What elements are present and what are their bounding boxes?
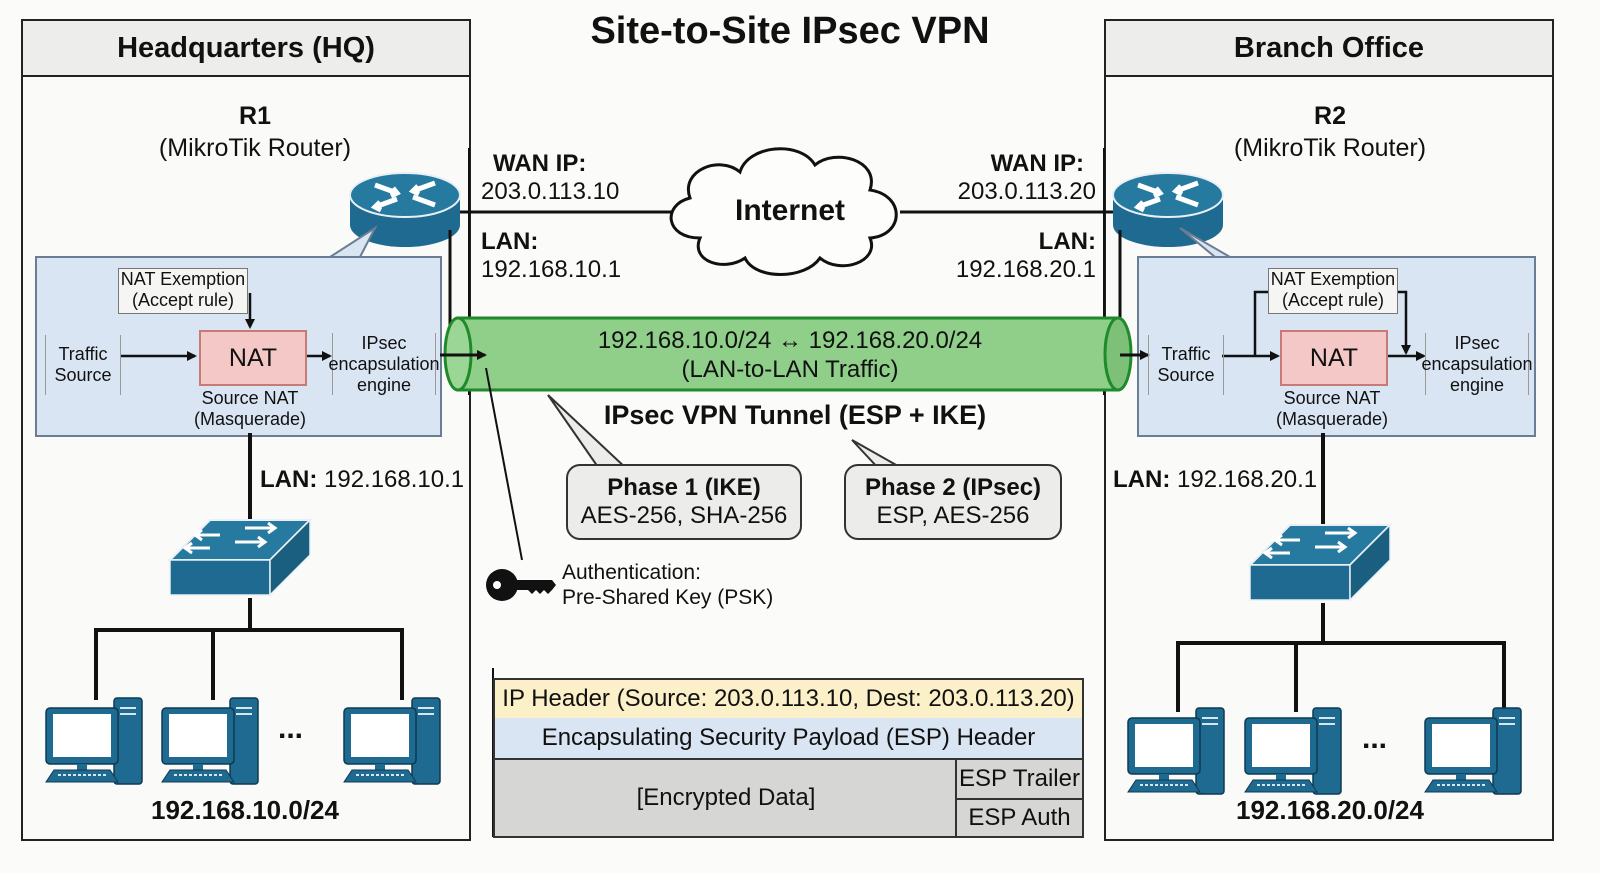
branch-lan-ip: 192.168.20.1 (955, 256, 1096, 283)
tunnel-label: 192.168.10.0/24 ↔ 192.168.20.0/24 (LAN-t… (480, 326, 1100, 384)
branch-subnet: 192.168.20.0/24 (1236, 795, 1424, 825)
packet-esp-trailer: ESP Trailer (955, 760, 1084, 800)
hq-wan-label: WAN IP: 203.0.113.10 (481, 150, 620, 205)
hq-nat-box: NAT (199, 330, 307, 386)
hq-switch-icon (168, 518, 312, 597)
tunnel-subnets: 192.168.10.0/24 ↔ 192.168.20.0/24 (597, 327, 983, 354)
hq-source-nat-label: Source NAT(Masquerade) (193, 388, 307, 429)
branch-switch-icon (1248, 523, 1392, 602)
hq-router-label: R1 (MikroTik Router) (110, 100, 400, 164)
hq-wan-ip: 203.0.113.10 (481, 178, 620, 205)
hq-router-name: R1 (239, 102, 271, 130)
tunnel-traffic-type: (LAN-to-LAN Traffic) (681, 356, 899, 383)
branch-switch-lan-label: LAN: 192.168.20.1 (1113, 466, 1318, 493)
tunnel-caption: IPsec VPN Tunnel (ESP + IKE) (603, 400, 987, 430)
auth-label: Authentication:Pre-Shared Key (PSK) (562, 561, 774, 609)
hq-pc-icon-2 (161, 697, 259, 785)
branch-header: Branch Office (1106, 21, 1552, 77)
branch-pc-icon-3 (1424, 707, 1522, 795)
branch-source-nat-label: Source NAT(Masquerade) (1275, 388, 1389, 429)
packet-esp-auth: ESP Auth (955, 800, 1084, 838)
phase2-bubble: Phase 2 (IPsec) ESP, AES-256 (844, 464, 1062, 540)
hq-header: Headquarters (HQ) (23, 21, 469, 77)
branch-nat-exemption: NAT Exemption (Accept rule) (1268, 268, 1398, 314)
branch-nat-box: NAT (1280, 330, 1388, 386)
hq-ellipsis: ... (278, 712, 304, 745)
branch-pc-icon-1 (1127, 707, 1225, 795)
phase1-detail: AES-256, SHA-256 (580, 502, 788, 529)
internet-cloud-icon (669, 147, 898, 276)
branch-router-label: R2 (MikroTik Router) (1185, 100, 1475, 164)
hq-pc-icon-3 (343, 697, 441, 785)
branch-lan-label: LAN: 192.168.20.1 (955, 228, 1096, 283)
branch-router-icon (1113, 173, 1223, 247)
branch-ellipsis: ... (1362, 722, 1388, 755)
branch-router-type: (MikroTik Router) (1233, 134, 1427, 162)
hq-pc-icon-1 (45, 697, 143, 785)
branch-pc-icon-2 (1244, 707, 1342, 795)
internet-label: Internet (734, 194, 845, 227)
hq-subnet: 192.168.10.0/24 (151, 795, 339, 825)
branch-router-name: R2 (1314, 102, 1346, 130)
hq-switch-lan-label: LAN: 192.168.10.1 (260, 466, 465, 493)
diagram-title: Site-to-Site IPsec VPN (590, 10, 990, 52)
key-icon (486, 569, 556, 601)
phase2-detail: ESP, AES-256 (876, 502, 1030, 529)
hq-lan-ip: 192.168.10.1 (481, 256, 622, 283)
phase1-bubble: Phase 1 (IKE) AES-256, SHA-256 (566, 464, 802, 540)
hq-lan-label: LAN: 192.168.10.1 (481, 228, 622, 283)
packet-ip-header: IP Header (Source: 203.0.113.10, Dest: 2… (493, 678, 1084, 720)
hq-router-type: (MikroTik Router) (158, 134, 352, 162)
branch-wan-label: WAN IP: 203.0.113.20 (957, 150, 1096, 205)
hq-nat-exemption: NAT Exemption (Accept rule) (118, 268, 248, 314)
packet-encrypted-data: [Encrypted Data] (493, 760, 959, 838)
branch-wan-ip: 203.0.113.20 (957, 178, 1096, 205)
phase2-title: Phase 2 (IPsec) (864, 474, 1042, 501)
packet-esp-header: Encapsulating Security Payload (ESP) Hea… (493, 718, 1084, 760)
phase1-title: Phase 1 (IKE) (607, 474, 761, 501)
